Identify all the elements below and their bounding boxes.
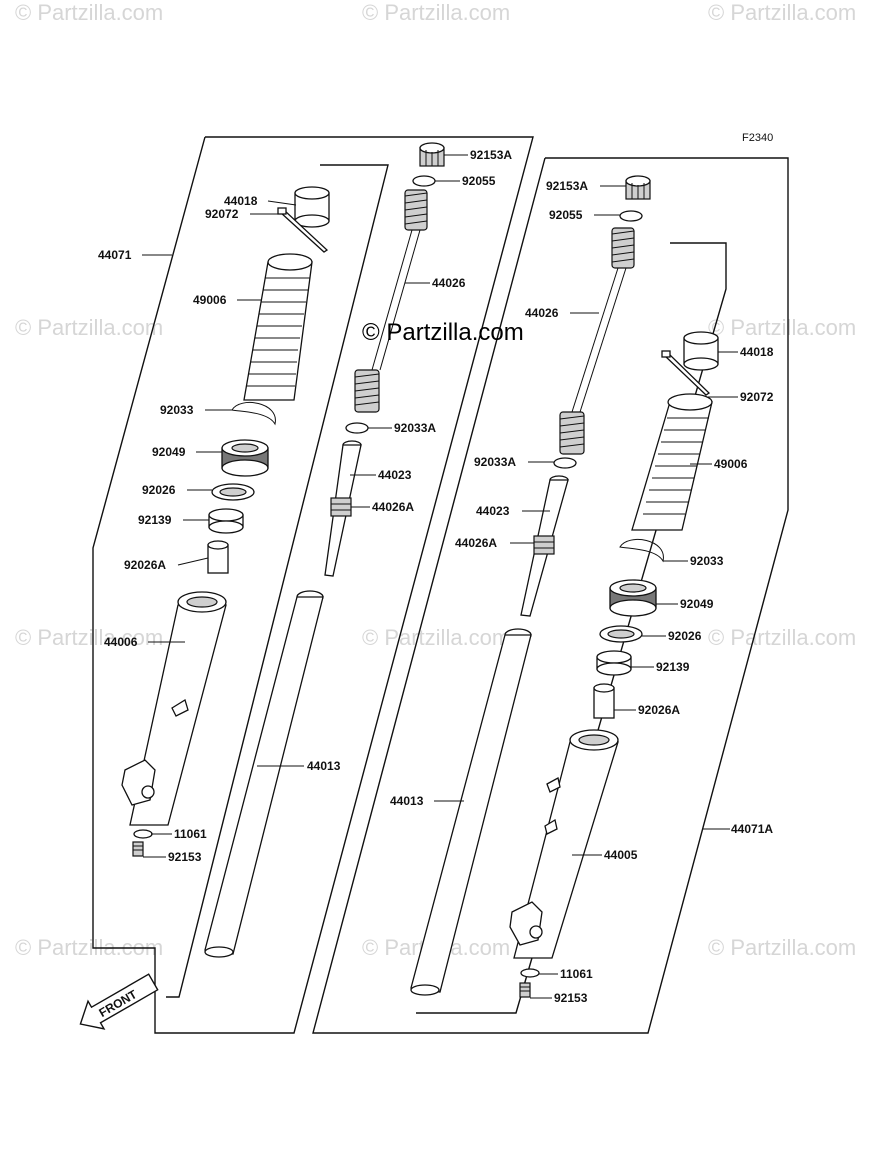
part-label[interactable]: 49006: [714, 457, 748, 471]
part-label[interactable]: 44071: [98, 248, 132, 262]
fork-cap: [625, 175, 651, 200]
watermark: © Partzilla.com: [362, 625, 510, 650]
part-label[interactable]: 92033: [160, 403, 194, 417]
part-label[interactable]: 92033A: [474, 455, 516, 469]
spring: [559, 411, 585, 455]
part-label[interactable]: 92026: [668, 629, 702, 643]
part-label[interactable]: 92139: [656, 660, 690, 674]
part-label[interactable]: 44071A: [731, 822, 773, 836]
dust-boot: [243, 253, 313, 401]
leader-lines: [142, 154, 738, 999]
spring-rod: [371, 229, 413, 371]
part-label[interactable]: 44013: [390, 794, 424, 808]
o-ring: [412, 175, 436, 187]
damper-rod: [520, 475, 569, 617]
watermark: © Partzilla.com: [15, 0, 163, 25]
gasket: [133, 829, 153, 839]
watermark: © Partzilla.com: [15, 625, 163, 650]
dust-boot: [631, 393, 713, 531]
right-fork-parts: [410, 175, 719, 998]
watermark: © Partzilla.com: [708, 625, 856, 650]
part-label[interactable]: 92026A: [638, 703, 680, 717]
spring-rod: [379, 229, 421, 371]
spring: [354, 369, 380, 413]
collar: [593, 683, 615, 719]
watermark: © Partzilla.com: [708, 315, 856, 340]
oil-seal: [609, 579, 657, 617]
part-label[interactable]: 92072: [205, 207, 239, 221]
part-label[interactable]: 92026A: [124, 558, 166, 572]
part-label[interactable]: 44026A: [372, 500, 414, 514]
part-label[interactable]: 92049: [680, 597, 714, 611]
spring-rod: [571, 267, 619, 413]
inner-tube: [204, 590, 324, 958]
outer-tube: [121, 591, 227, 826]
top-cover: [294, 186, 330, 228]
damper-rod: [324, 440, 362, 577]
part-label[interactable]: 44023: [378, 468, 412, 482]
part-label[interactable]: 44023: [476, 504, 510, 518]
part-label[interactable]: 11061: [174, 827, 207, 841]
part-label[interactable]: 44026: [432, 276, 466, 290]
part-label[interactable]: 44006: [104, 635, 138, 649]
left-labels: 44071 44018 92072 49006 92033 92049 9202…: [98, 148, 512, 864]
part-label[interactable]: 44018: [740, 345, 774, 359]
part-label[interactable]: 44018: [224, 194, 258, 208]
part-label[interactable]: 44013: [307, 759, 341, 773]
main-watermark: © Partzilla.com: [362, 319, 524, 346]
part-label[interactable]: 92055: [462, 174, 496, 188]
part-label[interactable]: 44026A: [455, 536, 497, 550]
part-label[interactable]: 92139: [138, 513, 172, 527]
bushing: [208, 508, 244, 534]
part-label[interactable]: 92049: [152, 445, 186, 459]
left-fork-parts: [121, 142, 445, 958]
circlip: [231, 402, 276, 426]
part-label[interactable]: 44005: [604, 848, 638, 862]
part-label[interactable]: 92033A: [394, 421, 436, 435]
part-label[interactable]: 92026: [142, 483, 176, 497]
part-label[interactable]: 92033: [690, 554, 724, 568]
snap-ring: [553, 457, 577, 469]
left-assembly-frame: [92, 136, 534, 1034]
watermark: © Partzilla.com: [362, 0, 510, 25]
part-label[interactable]: 92153: [168, 850, 202, 864]
o-ring: [619, 210, 643, 222]
gasket: [520, 968, 540, 978]
spring: [404, 189, 428, 231]
part-label[interactable]: 92153: [554, 991, 588, 1005]
fork-cap: [419, 142, 445, 167]
bolt: [519, 982, 531, 998]
spring: [611, 227, 635, 269]
watermark: © Partzilla.com: [708, 935, 856, 960]
bolt: [132, 841, 144, 857]
spring-rod: [579, 267, 627, 413]
part-label[interactable]: 92072: [740, 390, 774, 404]
snap-ring: [345, 422, 369, 434]
oil-seal: [221, 439, 269, 477]
part-label[interactable]: 92153A: [546, 179, 588, 193]
part-label[interactable]: 92153A: [470, 148, 512, 162]
diagram-code: F2340: [742, 132, 773, 144]
top-cover: [683, 331, 719, 371]
watermark: © Partzilla.com: [708, 0, 856, 25]
part-label[interactable]: 11061: [560, 967, 593, 981]
bushing: [596, 650, 632, 676]
part-label[interactable]: 44026: [525, 306, 559, 320]
part-label[interactable]: 92055: [549, 208, 583, 222]
outer-tube: [509, 729, 619, 959]
watermark: © Partzilla.com: [15, 315, 163, 340]
part-label[interactable]: 49006: [193, 293, 227, 307]
collar: [207, 540, 229, 574]
circlip: [619, 539, 664, 563]
right-labels: 92153A 92055 44026 92033A 44023 44026A 4…: [390, 179, 774, 1005]
right-assembly-frame: [312, 157, 789, 1034]
inner-tube: [410, 628, 532, 996]
front-arrow-icon: FRONT: [79, 973, 159, 1030]
